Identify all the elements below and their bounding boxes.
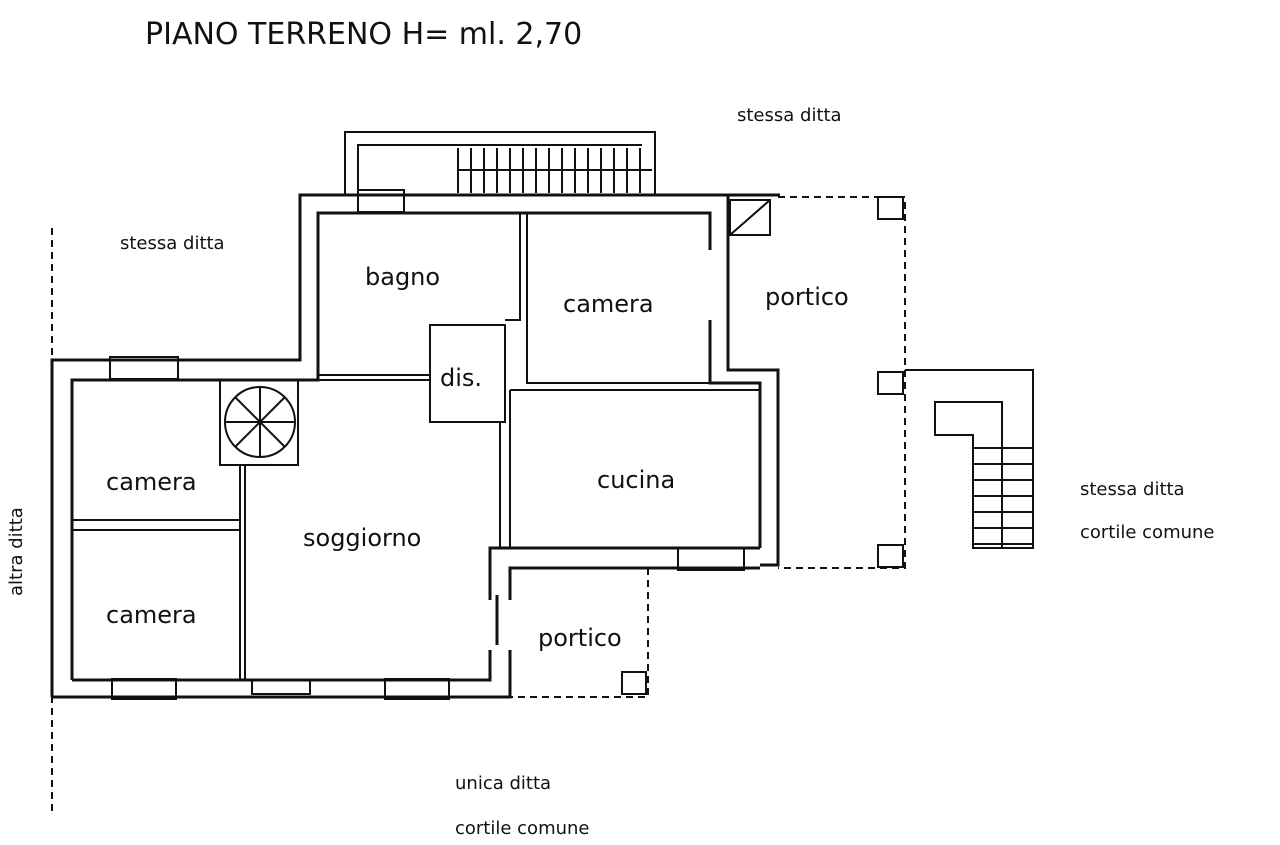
neighbor-label: cortile comune (1080, 522, 1215, 543)
ventilation-fan-icon (224, 386, 296, 458)
neighbor-label: altra ditta (6, 507, 27, 596)
top-staircase (344, 131, 656, 195)
interior-walls (72, 213, 760, 680)
neighbor-label: cortile comune (455, 818, 590, 839)
room-label-portico: portico (538, 624, 622, 652)
room-label-bagno: bagno (365, 263, 440, 291)
room-label-dis: dis. (440, 364, 482, 392)
portico-bottom (510, 568, 649, 698)
neighbor-label: stessa ditta (737, 105, 842, 126)
neighbor-label: unica ditta (455, 773, 551, 794)
room-label-camera: camera (106, 468, 197, 496)
room-label-cucina: cucina (597, 466, 675, 494)
portico-right (729, 196, 906, 569)
room-label-camera: camera (106, 601, 197, 629)
room-label-camera: camera (563, 290, 654, 318)
room-label-soggiorno: soggiorno (303, 524, 421, 552)
right-staircase (905, 369, 1034, 549)
neighbor-label: stessa ditta (120, 233, 225, 254)
windows (109, 189, 745, 700)
neighbor-label: stessa ditta (1080, 479, 1185, 500)
plan-title: PIANO TERRENO H= ml. 2,70 (145, 17, 582, 52)
room-label-portico: portico (765, 283, 849, 311)
